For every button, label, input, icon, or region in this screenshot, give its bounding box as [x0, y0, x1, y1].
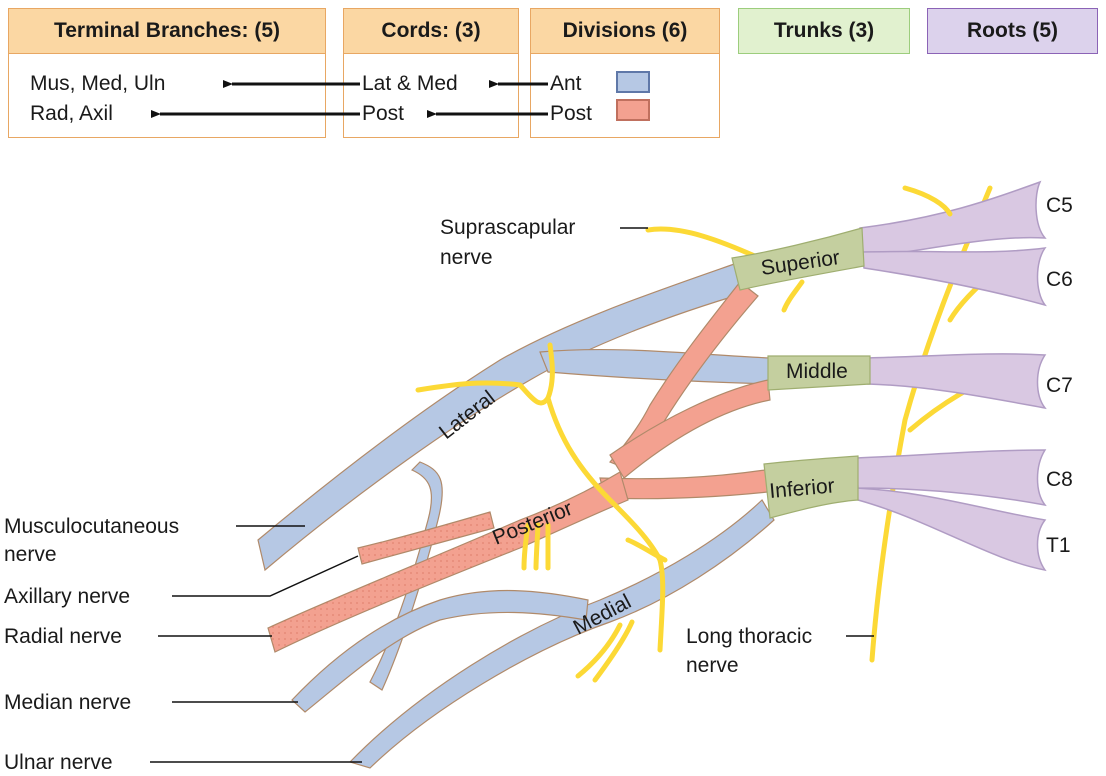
root-c5-label: C5	[1046, 194, 1073, 217]
header-trunks-label: Trunks (3)	[773, 19, 875, 42]
musculocutaneous-label-line2: nerve	[4, 543, 57, 566]
divisions-row-2: Post	[550, 102, 593, 125]
trunks	[731, 227, 871, 519]
median-root-lateral-shape	[369, 461, 443, 691]
cords-box	[343, 54, 519, 138]
trunk-inferior-label: Inferior	[768, 474, 835, 503]
header-roots: Roots (5)	[927, 8, 1098, 54]
radial-label: Radial nerve	[4, 625, 122, 648]
legend-arrows	[151, 80, 548, 118]
terminal-branches-box	[8, 54, 326, 138]
header-terminal-branches: Terminal Branches: (5)	[8, 8, 326, 54]
musculocutaneous-label-line1: Musculocutaneous	[4, 515, 179, 538]
divisions-row-1: Ant	[550, 72, 582, 95]
anterior-swatch	[616, 71, 650, 93]
cords-row-1: Lat & Med	[362, 72, 458, 95]
suprascapular-label-line1: Suprascapular	[440, 216, 575, 239]
header-roots-label: Roots (5)	[967, 19, 1058, 42]
posterior-division-middle-shape	[609, 379, 771, 479]
trunk-superior-shape	[731, 227, 865, 291]
median-nerve-shape	[291, 589, 589, 713]
trunk-middle-label: Middle	[786, 360, 848, 383]
long-thoracic-label-line1: Long thoracic	[686, 625, 812, 648]
root-t1-label: T1	[1046, 534, 1071, 557]
median-label: Median nerve	[4, 691, 131, 714]
root-c8-shape	[855, 449, 1047, 507]
medial-cord-shape	[348, 499, 775, 769]
header-trunks: Trunks (3)	[738, 8, 910, 54]
anterior-division-middle-shape	[539, 348, 773, 385]
long-thoracic-label-line2: nerve	[686, 654, 739, 677]
root-c7-label: C7	[1046, 374, 1073, 397]
header-terminal-branches-label: Terminal Branches: (5)	[53, 19, 280, 42]
leader-lines	[150, 227, 874, 763]
axillary-label: Axillary nerve	[4, 585, 130, 608]
posterior-swatch	[616, 99, 650, 121]
trunk-inferior-shape	[763, 455, 859, 519]
root-c5-shape	[859, 180, 1047, 259]
ulnar-label: Ulnar nerve	[4, 751, 113, 774]
root-c8-label: C8	[1046, 468, 1073, 491]
anterior-structures	[257, 261, 775, 769]
root-c6-shape	[861, 247, 1047, 307]
root-c7-shape	[867, 353, 1047, 410]
header-divisions: Divisions (6)	[530, 8, 720, 54]
header-divisions-label: Divisions (6)	[562, 19, 688, 42]
root-t1-shape	[855, 487, 1047, 572]
roots	[855, 180, 1047, 572]
divisions-box	[530, 54, 720, 138]
terminal-row-2: Rad, Axil	[30, 102, 113, 125]
cords-row-2: Post	[362, 102, 405, 125]
header-cords: Cords: (3)	[343, 8, 519, 54]
root-c6-label: C6	[1046, 268, 1073, 291]
axillary-nerve-dots	[358, 512, 494, 564]
terminal-row-1: Mus, Med, Uln	[30, 72, 166, 95]
yellow-branches	[415, 342, 668, 683]
posterior-cord-dots	[268, 520, 528, 652]
suprascapular-label-line2: nerve	[440, 246, 493, 269]
trunk-middle-shape	[767, 355, 871, 391]
header-cords-label: Cords: (3)	[381, 19, 481, 42]
